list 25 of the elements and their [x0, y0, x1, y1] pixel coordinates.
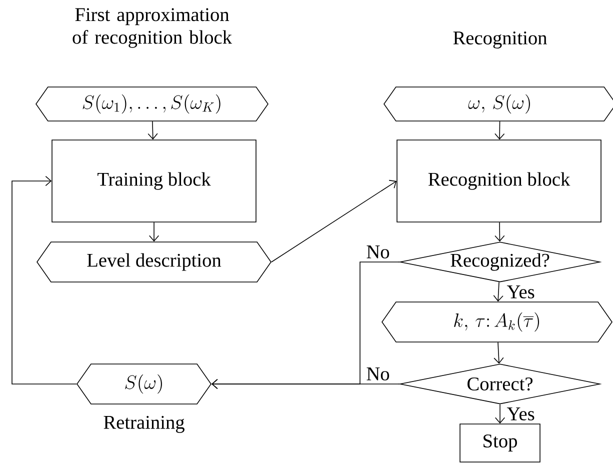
- arrow: [12, 176, 77, 384]
- arrow: [493, 282, 504, 302]
- edge-label: Yes: [506, 408, 534, 420]
- column-heading: Recognition: [453, 32, 547, 48]
- column-heading: First approximation of recognition block: [72, 8, 232, 48]
- process-box: Training block: [52, 140, 256, 222]
- arrow: [148, 222, 160, 242]
- arrow: [148, 121, 158, 140]
- edge-label: No: [366, 246, 390, 258]
- arrow: [494, 404, 506, 424]
- edge-label: Yes: [506, 286, 534, 298]
- arrow: [494, 342, 504, 364]
- process-box: Recognition block: [396, 140, 602, 222]
- terminal-hexagon: $S(\omega)$: [76, 364, 212, 404]
- arrow: [494, 222, 505, 242]
- terminal-hexagon: $k,\, \tau\colon A_k(\overline{\tau})$: [382, 302, 612, 342]
- node-label: Retraining: [104, 416, 184, 433]
- edge-label: No: [366, 368, 390, 380]
- arrow: [271, 180, 397, 262]
- arrow: [494, 121, 505, 140]
- terminal-hexagon: $S(\omega_1), \ldots, S(\omega_K)$: [36, 86, 268, 122]
- terminal-hexagon: $\omega,\, S(\omega)$: [384, 86, 613, 122]
- process-box: Stop: [460, 424, 540, 462]
- terminal-hexagon: Level description: [36, 242, 272, 282]
- arrow: [212, 378, 400, 390]
